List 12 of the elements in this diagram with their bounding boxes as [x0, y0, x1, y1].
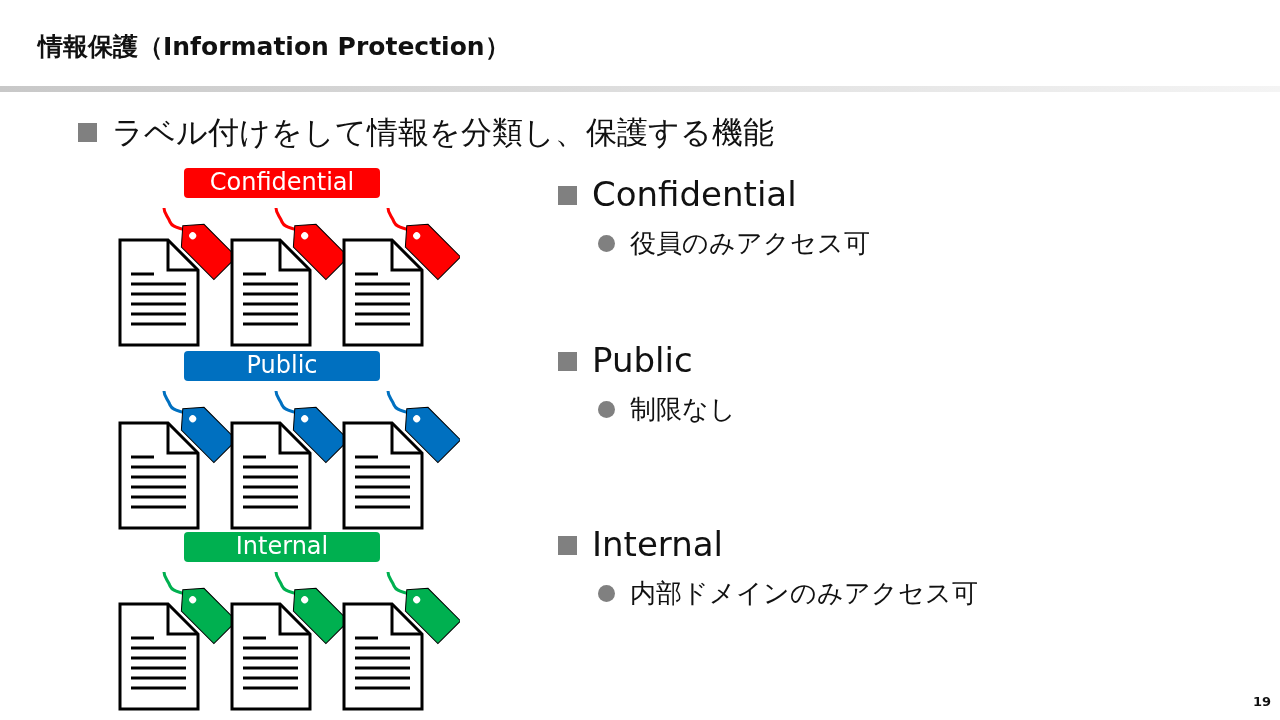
label-bar: Internal	[184, 532, 380, 562]
bullet-text: 制限なし	[630, 393, 736, 426]
slide-title: 情報保護（Information Protection）	[38, 31, 510, 63]
bullet-heading: Confidential	[592, 174, 797, 214]
page-number: 19	[1253, 694, 1272, 709]
bullet-text: 内部ドメインのみアクセス可	[630, 577, 978, 610]
bullet-heading: Public	[592, 340, 693, 380]
bullet-heading: ラベル付けをして情報を分類し、保護する機能	[112, 113, 774, 152]
label-bar: Confidential	[184, 168, 380, 198]
bullet-heading: Internal	[592, 524, 724, 564]
label-bar: Public	[184, 351, 380, 381]
bullet-text: 役員のみアクセス可	[630, 227, 870, 260]
